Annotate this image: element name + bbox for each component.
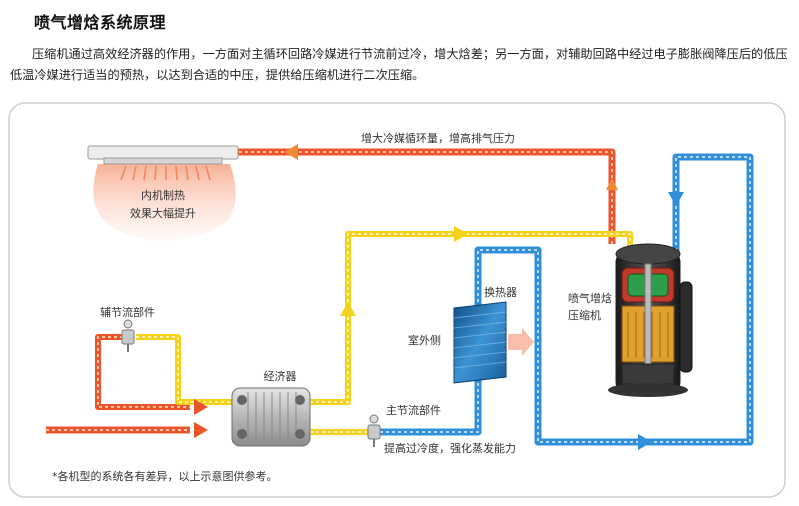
arrow-right-cold (638, 434, 652, 450)
arrow-right-aux (194, 399, 208, 415)
compressor-label-2: 压缩机 (568, 308, 601, 322)
arrow-right-injection (454, 226, 468, 242)
main-throttle-valve (367, 414, 381, 447)
hot-pipes (46, 148, 616, 434)
flow-arrows (194, 144, 684, 450)
indoor-effect-label: 效果大幅提升 (130, 206, 196, 220)
intro-paragraph: 压缩机通过高效经济器的作用，一方面对主循环回路冷媒进行节流前过冷，增大焓差；另一… (10, 47, 788, 82)
arrow-up-discharge (606, 178, 618, 190)
subcool-label: 提高过冷度，强化蒸发能力 (384, 441, 516, 455)
airflow-arrow (508, 328, 534, 356)
aux-throttle-valve (121, 319, 135, 352)
arrow-down-suction (668, 192, 684, 206)
top-flow-label: 增大冷媒循环量，增高排气压力 (361, 131, 515, 145)
outdoor-label: 室外侧 (408, 333, 441, 347)
arrow-right-main (194, 422, 208, 438)
main-throttle-label: 主节流部件 (386, 403, 441, 417)
page-title: 喷气增焓系统原理 (34, 13, 167, 32)
heat-exchanger (453, 301, 534, 384)
heat-exchanger-label: 换热器 (484, 285, 517, 299)
aux-throttle-label: 辅节流部件 (100, 305, 155, 319)
arrow-up-injection (340, 302, 356, 316)
compressor-label-1: 喷气增焓 (568, 291, 612, 305)
indoor-unit (87, 145, 239, 241)
footnote: *各机型的系统各有差异，以上示意图供参考。 (52, 469, 278, 483)
indoor-heating-label: 内机制热 (141, 188, 185, 202)
economizer-label: 经济器 (264, 369, 297, 383)
economizer (231, 387, 311, 447)
arrow-left-top (284, 144, 298, 160)
warm-pipes (136, 231, 633, 435)
system-diagram: 内机制热 效果大幅提升 增大冷媒循环量，增高排气压力 辅节流部件 经济器 主节流… (8, 102, 786, 498)
compressor (608, 243, 693, 397)
